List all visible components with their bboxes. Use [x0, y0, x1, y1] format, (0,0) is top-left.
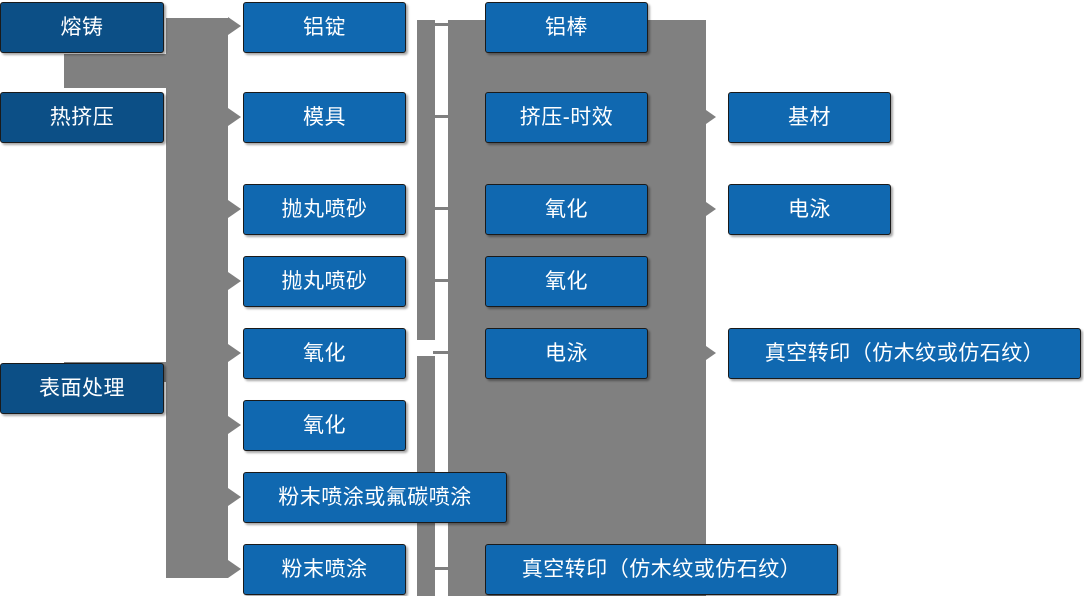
- connector-stub: [433, 207, 451, 210]
- arrow-right-icon: [228, 560, 241, 578]
- process-label: 氧化: [303, 414, 346, 437]
- arrow-right-icon: [228, 108, 241, 126]
- stage-label: 熔铸: [60, 16, 104, 39]
- arrow-right-icon: [228, 200, 241, 218]
- process-label: 铝棒: [545, 16, 588, 39]
- arrow-right-icon: [228, 344, 241, 362]
- process-box-extrusion-aging[interactable]: 挤压-时效: [485, 92, 648, 143]
- process-label: 模具: [303, 106, 346, 129]
- process-label: 氧化: [545, 198, 588, 221]
- result-box-substrate[interactable]: 基材: [728, 92, 891, 143]
- connector-mid-bar-upper: [417, 20, 435, 340]
- arrow-right-icon: [706, 202, 716, 216]
- process-box-powder-or-fluorocarbon-coating[interactable]: 粉末喷涂或氟碳喷涂: [243, 472, 507, 523]
- process-label: 氧化: [303, 342, 346, 365]
- result-label: 电泳: [788, 198, 831, 221]
- stage-box-melting[interactable]: 熔铸: [0, 2, 164, 53]
- stage-box-surface-treatment[interactable]: 表面处理: [0, 363, 164, 414]
- process-label: 氧化: [545, 270, 588, 293]
- process-label: 铝锭: [303, 16, 346, 39]
- connector-stub: [433, 351, 451, 354]
- result-label: 真空转印（仿木纹或仿石纹）: [764, 342, 1045, 365]
- stage-label: 热挤压: [49, 106, 115, 129]
- connector-stub: [433, 567, 451, 570]
- process-label: 粉末喷涂: [281, 558, 368, 581]
- process-label: 抛丸喷砂: [281, 198, 368, 221]
- process-label: 粉末喷涂或氟碳喷涂: [278, 486, 472, 509]
- arrow-right-icon: [706, 110, 716, 124]
- arrow-right-icon: [228, 272, 241, 290]
- arrow-right-icon: [228, 488, 241, 506]
- process-box-electrophoresis-1[interactable]: 电泳: [485, 328, 648, 379]
- process-box-aluminum-bar[interactable]: 铝棒: [485, 2, 648, 53]
- stage-label: 表面处理: [39, 377, 125, 400]
- process-box-shot-blasting-1[interactable]: 抛丸喷砂: [243, 184, 406, 235]
- connector-stub: [433, 23, 451, 26]
- stage-box-hot-extrusion[interactable]: 热挤压: [0, 92, 164, 143]
- arrow-right-icon: [228, 416, 241, 434]
- arrow-down-icon: [71, 76, 89, 87]
- result-label: 基材: [788, 106, 831, 129]
- result-box-vacuum-transfer-printing[interactable]: 真空转印（仿木纹或仿石纹）: [728, 328, 1081, 379]
- process-label: 电泳: [545, 342, 588, 365]
- arrow-right-icon: [228, 17, 241, 35]
- process-box-aluminum-ingot[interactable]: 铝锭: [243, 2, 406, 53]
- arrow-right-icon: [706, 346, 716, 360]
- process-box-oxidation-3[interactable]: 氧化: [485, 184, 648, 235]
- process-box-powder-coating[interactable]: 粉末喷涂: [243, 544, 406, 595]
- result-box-electrophoresis[interactable]: 电泳: [728, 184, 891, 235]
- process-box-oxidation-4[interactable]: 氧化: [485, 256, 648, 307]
- connector-stub: [433, 115, 451, 118]
- connector-main-trunk: [166, 18, 228, 578]
- process-label: 挤压-时效: [519, 106, 614, 129]
- process-box-shot-blasting-2[interactable]: 抛丸喷砂: [243, 256, 406, 307]
- process-box-mold[interactable]: 模具: [243, 92, 406, 143]
- process-label: 抛丸喷砂: [281, 270, 368, 293]
- process-box-oxidation-1[interactable]: 氧化: [243, 328, 406, 379]
- process-box-oxidation-2[interactable]: 氧化: [243, 400, 406, 451]
- process-label: 真空转印（仿木纹或仿石纹）: [521, 558, 802, 581]
- connector-stub: [433, 279, 451, 282]
- process-box-vacuum-transfer-printing-1[interactable]: 真空转印（仿木纹或仿石纹）: [485, 544, 838, 595]
